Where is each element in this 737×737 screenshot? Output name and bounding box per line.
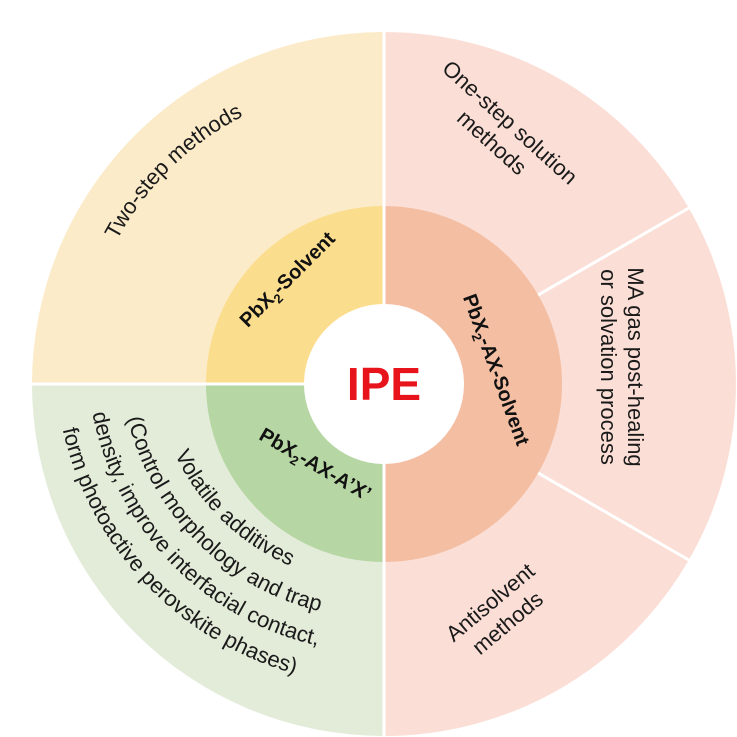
- ma-gas-line-2: or solvation process: [596, 269, 621, 465]
- label-ma-gas-group: MA gas post-healing or solvation process: [596, 267, 648, 466]
- ma-gas-line-1: MA gas post-healing: [623, 267, 648, 466]
- center-label: IPE: [347, 358, 421, 410]
- inner-sector-pbx2-ax-solvent: [384, 206, 562, 562]
- center-circle: [304, 304, 464, 464]
